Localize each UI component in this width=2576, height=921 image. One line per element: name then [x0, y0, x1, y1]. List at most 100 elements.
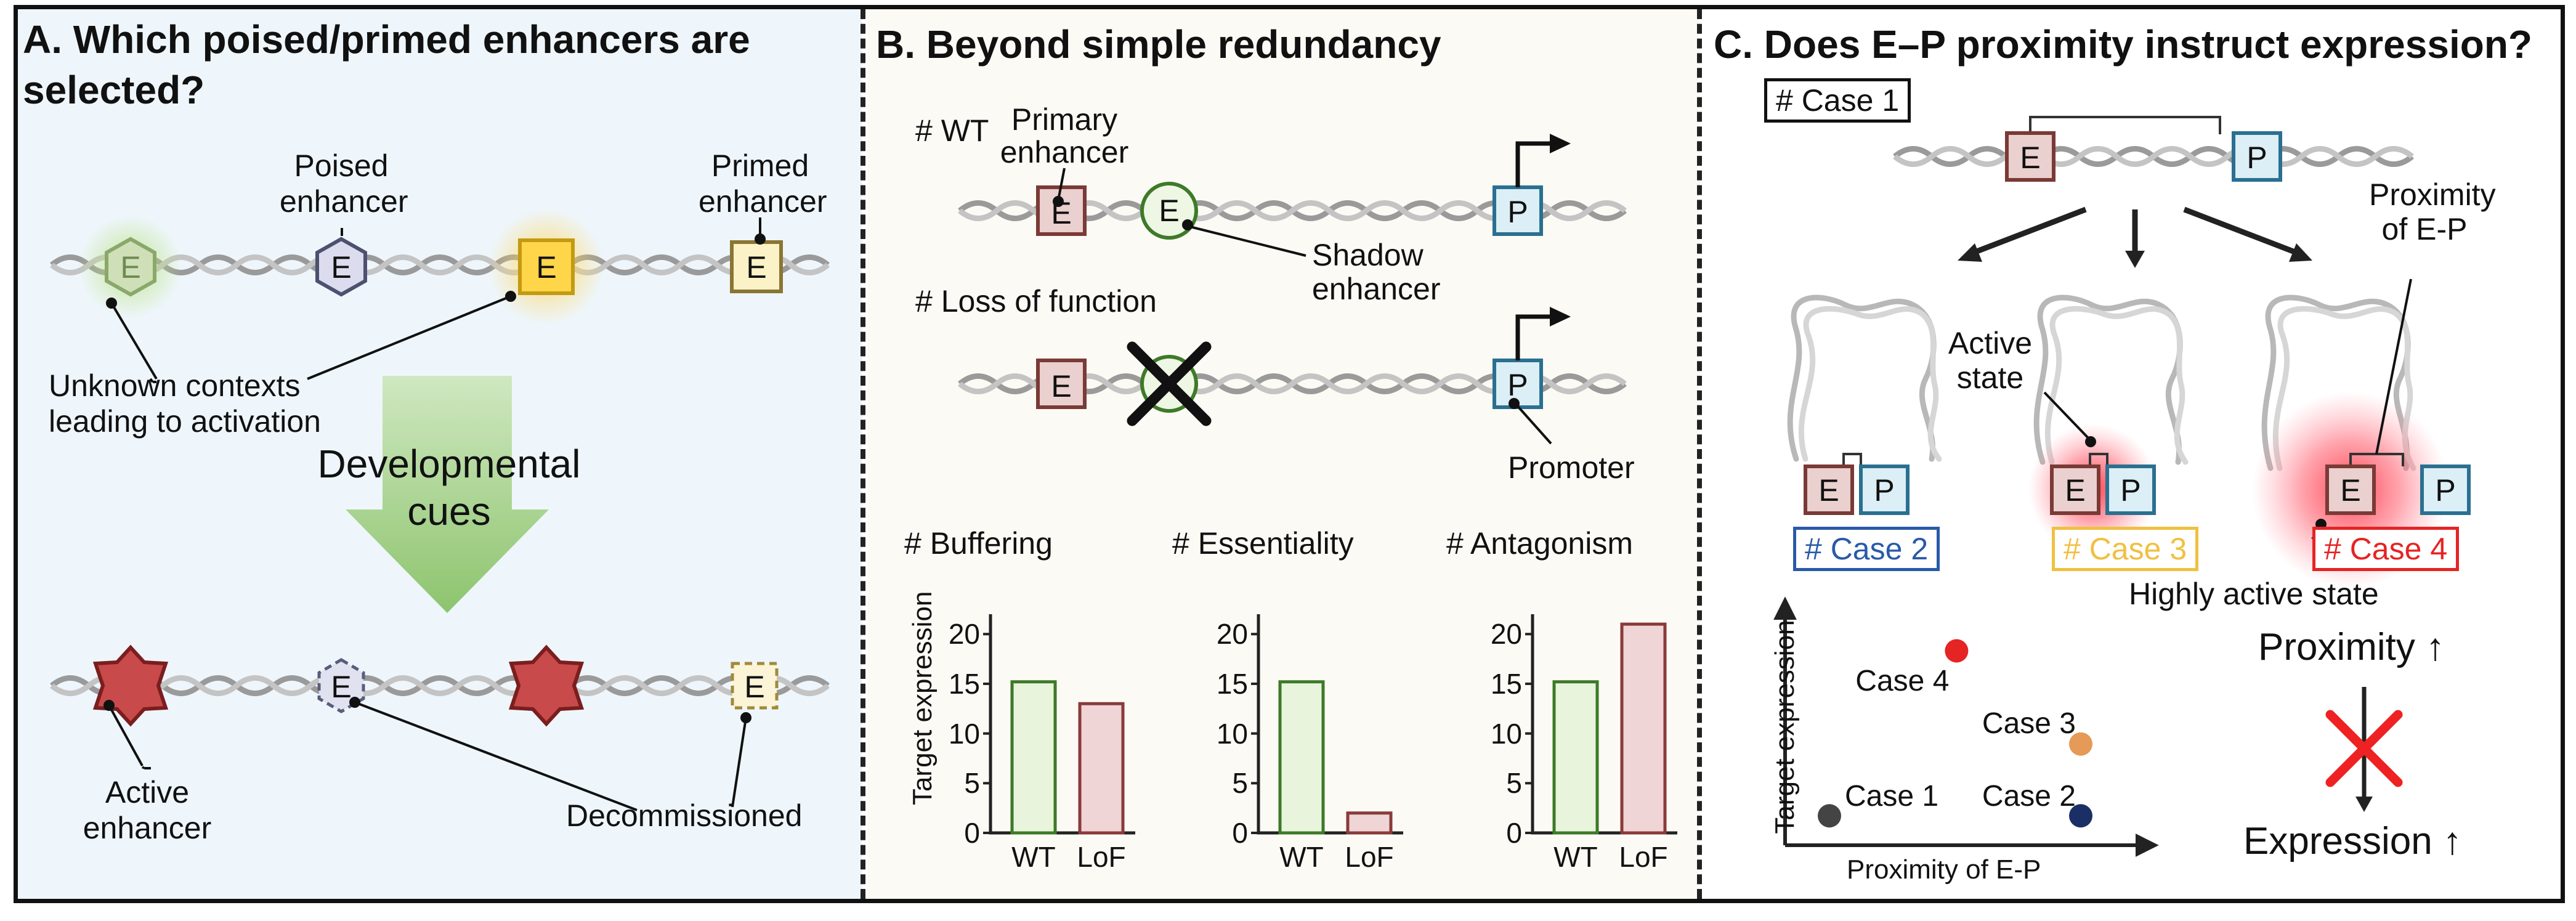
case4-enhancer-box: [2325, 465, 2376, 515]
tss-arrowhead-wt: [1550, 134, 1571, 153]
enhancer-e-letter: E: [1051, 369, 1072, 404]
promoter-p-letter: P: [1874, 473, 1895, 508]
developmental-cues-arrow: [346, 376, 549, 613]
enhancer-e-letter: E: [536, 250, 557, 285]
target-expression-ylabel: Target expression: [907, 591, 938, 805]
enhancer-e-letter: E: [331, 250, 352, 285]
case4-label: # Case 4: [2312, 527, 2460, 571]
bar-wt: [1552, 680, 1599, 835]
promoter-p-letter: P: [2435, 473, 2456, 508]
case3-promoter-box: [2105, 465, 2156, 515]
poised-label-line1: Poised: [294, 148, 389, 183]
panel-a-graphics: [50, 208, 830, 811]
callouts-b: [1053, 168, 1552, 445]
scatter-xlabel: Proximity of E-P: [1847, 854, 2041, 885]
tss-arrowhead-lof: [1550, 307, 1571, 327]
y-tick-label: 0: [964, 817, 980, 849]
dna-strand-case1: [1893, 146, 2414, 167]
enhancer-e-letter: E: [331, 670, 352, 704]
callout-lines-bottom: [103, 697, 751, 811]
case2-label: # Case 2: [1793, 527, 1940, 571]
case2-enhancer-box: [1804, 465, 1854, 515]
developmental-cues-line1: Developmental: [317, 442, 581, 486]
x-category-label: WT: [1553, 841, 1598, 873]
arrowhead-left: [1958, 243, 1982, 262]
promoter-p-letter: P: [2120, 473, 2141, 508]
buffering-chart-title: # Buffering: [904, 526, 1053, 561]
enhancer-e-letter: E: [1051, 196, 1072, 230]
scatter-point-case-3: [2069, 732, 2092, 756]
proximity-label-line1: Proximity: [2369, 177, 2496, 212]
active-star-enhancer-2: [508, 644, 585, 727]
y-tick-label: 5: [1232, 767, 1248, 800]
bar-lof: [1078, 702, 1125, 835]
proximity-label-line2: of E-P: [2381, 212, 2468, 246]
enhancer-e-letter: E: [120, 250, 141, 285]
case1-distance-bracket: [2029, 116, 2221, 134]
proximity-up-label: Proximity ↑: [2258, 626, 2445, 668]
branch-arrows: [1972, 206, 2298, 256]
panel-a-title-line1: A. Which poised/primed enhancers are: [23, 17, 750, 62]
enhancer-e-letter: E: [1818, 473, 1839, 508]
panel-c-graphics: [1773, 116, 2471, 857]
panel-a-title-line2: selected?: [23, 68, 205, 112]
bar-wt: [1278, 680, 1325, 835]
arrowhead-middle: [2125, 251, 2145, 268]
y-tick-label: 15: [1216, 667, 1248, 700]
dna-strand-bottom: [50, 675, 830, 696]
active-state-line1: Active: [1948, 326, 2033, 360]
developmental-cues-line2: cues: [407, 489, 491, 534]
primary-enhancer-box-lof: [1036, 359, 1087, 409]
case3-bracket: [2089, 453, 2108, 466]
lof-case-label: # Loss of function: [915, 284, 1157, 318]
essentiality-chart-title: # Essentiality: [1172, 526, 1354, 561]
case3-enhancer-box: [2050, 465, 2100, 515]
panel-b-graphics: [958, 134, 1677, 835]
panel-b: B. Beyond simple redundancy # WT Primary…: [867, 9, 1699, 899]
scatter-point-case-2: [2069, 804, 2092, 828]
case2-promoter-box: [1859, 465, 1910, 515]
decommissioned-square: [731, 662, 779, 710]
bar-wt: [1010, 680, 1057, 835]
figure-frame: [14, 5, 2565, 903]
promoter-label: Promoter: [1508, 450, 1635, 485]
scatter-point-case-1: [1818, 804, 1841, 828]
scatter-points: [1818, 639, 2092, 828]
tss-arrow-lof: [1515, 314, 1551, 360]
case1-label: # Case 1: [1764, 78, 1911, 123]
x-category-label: LoF: [1619, 841, 1668, 873]
panel-c-title: C. Does E–P proximity instruct expressio…: [1714, 22, 2532, 67]
primary-enhancer-line2: enhancer: [1000, 135, 1129, 169]
case4-promoter-box: [2420, 465, 2471, 515]
callout-lines-top: [106, 217, 766, 383]
bar-charts: [983, 614, 1677, 835]
active-enhancer-line1: Active: [105, 775, 190, 809]
arrowhead-right: [2289, 243, 2312, 262]
shadow-enhancer-line1: Shadow: [1312, 238, 1424, 272]
case2-bracket: [1842, 453, 1862, 466]
y-tick-label: 20: [1216, 618, 1248, 651]
active-state-line2: state: [1956, 360, 2024, 395]
promoter-p-letter: P: [1507, 368, 1528, 402]
enhancer-e-letter: E: [746, 250, 767, 285]
primary-enhancer-line1: Primary: [1011, 102, 1118, 137]
enhancer-e-letter: E: [2020, 140, 2041, 175]
no-causation-icon: [2325, 687, 2403, 812]
primed-label-line2: enhancer: [699, 184, 827, 219]
scatter-point-label: Case 1: [1845, 780, 1939, 813]
scatter-point-label: Case 2: [1982, 780, 2076, 813]
unknown-contexts-line1: Unknown contexts: [49, 368, 301, 403]
wt-case-label: # WT: [915, 113, 989, 148]
promoter-p-letter: P: [2246, 140, 2267, 175]
y-tick-label: 5: [964, 767, 980, 800]
y-tick-label: 10: [948, 717, 980, 750]
divider-ab: [861, 9, 865, 899]
enhancer-e-letter: E: [744, 670, 765, 704]
promoter-p-letter: P: [1507, 195, 1528, 229]
shadow-enhancer-line2: enhancer: [1312, 272, 1441, 306]
x-category-label: LoF: [1345, 841, 1394, 873]
y-tick-label: 15: [948, 667, 980, 700]
scatter-point-case-4: [1945, 639, 1969, 663]
scatter-point-label: Case 3: [1982, 707, 2076, 740]
poised-label-line2: enhancer: [280, 184, 408, 219]
